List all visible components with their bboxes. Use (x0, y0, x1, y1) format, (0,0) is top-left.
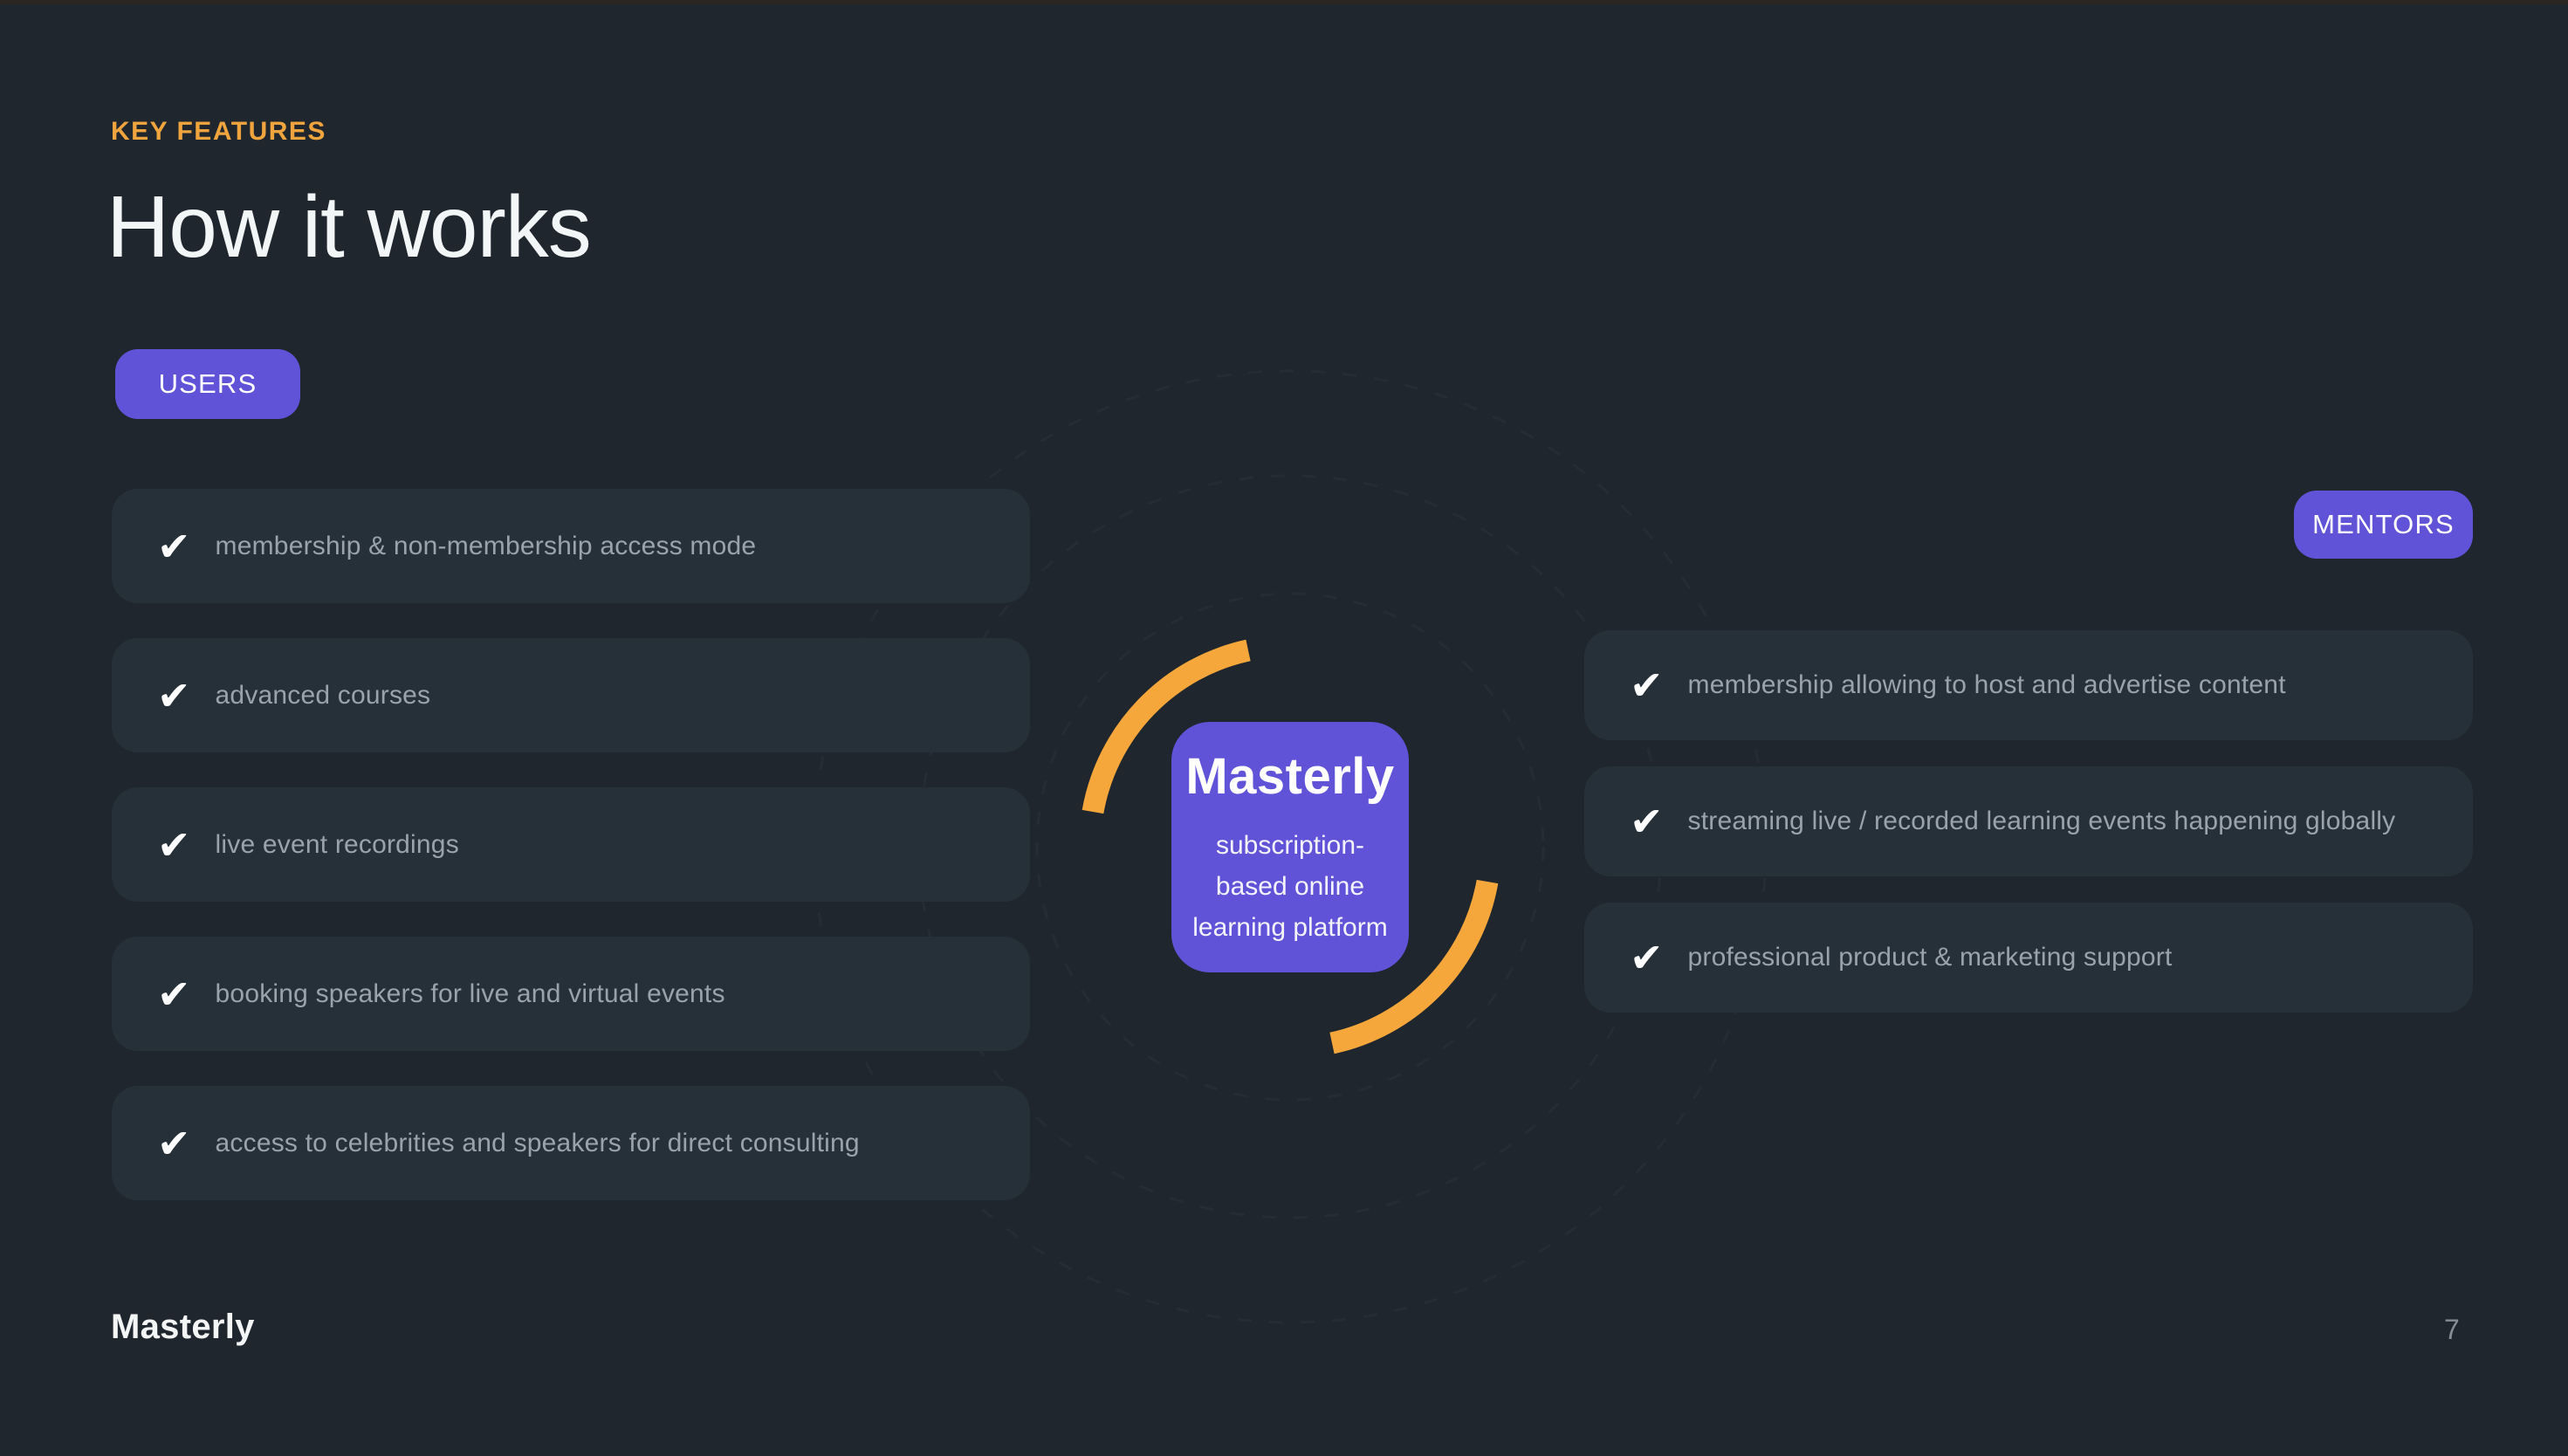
window-top-edge (0, 0, 2568, 4)
mentor-feature-card: ✔ streaming live / recorded learning eve… (1584, 766, 2473, 876)
feature-text: access to celebrities and speakers for d… (215, 1128, 860, 1157)
check-icon: ✔ (157, 1120, 191, 1166)
check-icon: ✔ (157, 523, 191, 569)
page-title: How it works (106, 178, 592, 276)
feature-text: professional product & marketing support (1687, 943, 2173, 972)
feature-text: advanced courses (215, 680, 431, 710)
platform-description-line: based online (1215, 871, 1365, 901)
check-icon: ✔ (1630, 663, 1664, 708)
user-feature-card: ✔ booking speakers for live and virtual … (112, 937, 1030, 1051)
user-feature-card: ✔ membership & non-membership access mod… (112, 489, 1030, 603)
platform-card: Masterly subscription- based online lear… (1171, 722, 1409, 972)
check-icon: ✔ (157, 821, 191, 868)
check-icon: ✔ (157, 672, 191, 718)
users-badge[interactable]: USERS (115, 349, 300, 419)
footer-brand: Masterly (111, 1308, 255, 1346)
check-icon: ✔ (157, 971, 191, 1017)
check-icon: ✔ (1630, 935, 1664, 980)
platform-description-line: subscription- (1215, 830, 1365, 860)
page-number: 7 (2444, 1314, 2460, 1345)
mentors-badge[interactable]: MENTORS (2294, 491, 2473, 559)
user-feature-card: ✔ access to celebrities and speakers for… (112, 1086, 1030, 1200)
platform-description-line: learning platform (1192, 912, 1388, 942)
user-feature-card: ✔ advanced courses (112, 638, 1030, 752)
mentor-feature-card: ✔ professional product & marketing suppo… (1584, 903, 2473, 1013)
feature-text: membership & non-membership access mode (215, 531, 757, 560)
feature-text: live event recordings (215, 829, 459, 859)
check-icon: ✔ (1630, 799, 1664, 844)
feature-text: booking speakers for live and virtual ev… (215, 979, 725, 1008)
user-feature-card: ✔ live event recordings (112, 787, 1030, 902)
mentor-feature-card: ✔ membership allowing to host and advert… (1584, 630, 2473, 740)
platform-name: Masterly (1185, 747, 1395, 805)
feature-text: streaming live / recorded learning event… (1687, 807, 2396, 835)
slide-eyebrow: KEY FEATURES (111, 117, 326, 146)
platform-description: subscription- based online learning plat… (1192, 825, 1387, 948)
feature-text: membership allowing to host and advertis… (1687, 670, 2286, 699)
